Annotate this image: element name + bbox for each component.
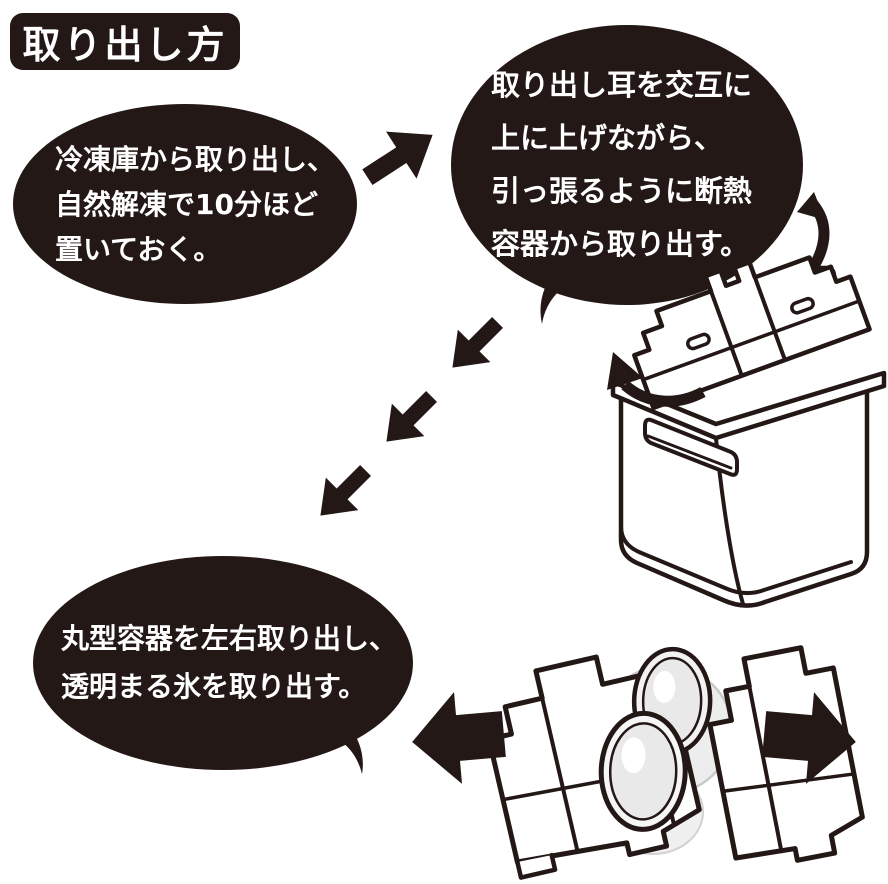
pull-right-arrow-icon	[762, 692, 856, 784]
step1-bubble: 冷凍庫から取り出し、 自然解凍で10分ほど 置いておく。	[13, 104, 357, 304]
arrow-up-right-icon	[350, 110, 450, 202]
lift-arrow-left-icon	[607, 352, 706, 407]
insulated-container-illustration	[607, 192, 887, 608]
page-title: 取り出し方	[10, 13, 240, 70]
lift-arrow-right-icon	[797, 192, 830, 269]
page-title-text: 取り出し方	[22, 23, 228, 67]
block-arrow-glyph	[320, 464, 372, 516]
arrow-down-left-icon	[304, 454, 382, 532]
arrow-down-left-icon	[436, 306, 514, 384]
step3-text: 丸型容器を左右取り出し、 透明まる氷を取り出す。	[61, 622, 398, 703]
left-round-mold	[486, 646, 713, 880]
ice-mold-unit	[632, 255, 872, 411]
step1-text: 冷凍庫から取り出し、 自然解凍で10分ほど 置いておく。	[55, 142, 336, 266]
arrow-down-left-icon	[370, 380, 448, 458]
pull-left-arrow-icon	[412, 692, 506, 784]
step3-bubble-tail	[306, 725, 363, 774]
step2-bubble-tail	[540, 272, 592, 324]
step2-bubble: 取り出し耳を交互に 上に上げながら、 引っ張るように断熱 容器から取り出す。	[451, 25, 803, 305]
block-arrow-glyph	[362, 131, 433, 186]
round-molds-illustration	[412, 645, 865, 880]
block-arrow-glyph	[452, 316, 504, 368]
cooler-box	[610, 265, 887, 608]
step2-text: 取り出し耳を交互に 上に上げながら、 引っ張るように断熱 容器から取り出す。	[491, 68, 753, 261]
block-arrow-glyph	[386, 390, 438, 442]
step3-bubble: 丸型容器を左右取り出し、 透明まる氷を取り出す。	[33, 556, 413, 770]
